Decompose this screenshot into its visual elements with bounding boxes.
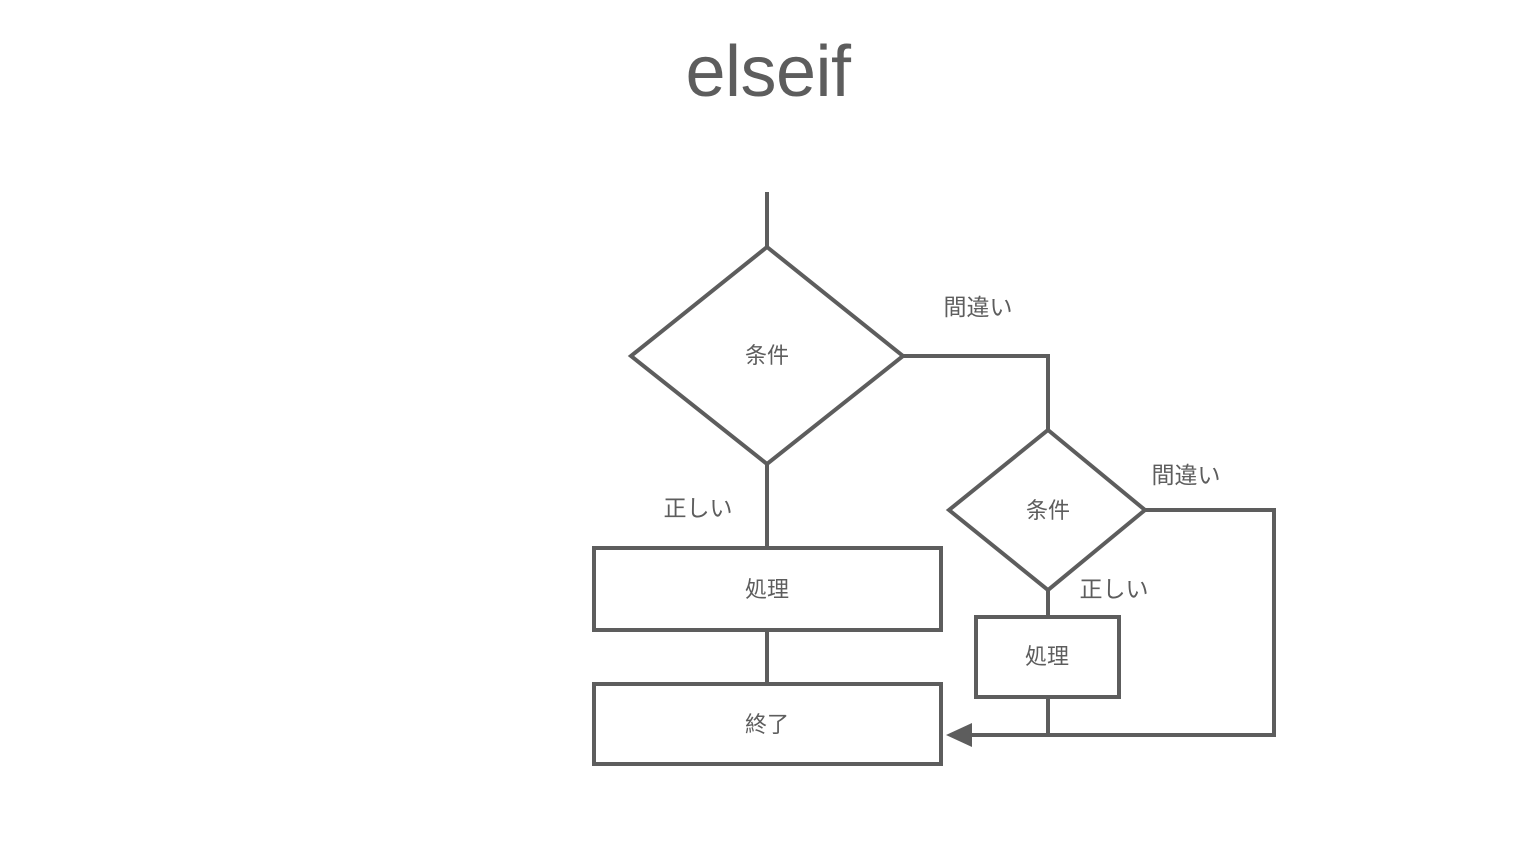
connector-cond2-false xyxy=(962,508,1276,737)
decision-node-cond1-label: 条件 xyxy=(745,343,789,368)
edge-label-cond2-false: 間違い xyxy=(1152,462,1221,488)
edge-label-cond1-true: 正しい xyxy=(664,495,733,521)
edge-label-cond1-false: 間違い xyxy=(944,294,1013,320)
decision-node-cond2-label: 条件 xyxy=(1026,498,1070,523)
process-node-proc2[interactable] xyxy=(974,615,1121,699)
process-node-proc1-label: 処理 xyxy=(745,577,789,602)
process-node-proc1[interactable] xyxy=(592,546,943,632)
edge-label-cond2-true: 正しい xyxy=(1080,576,1149,602)
process-node-proc2-label: 処理 xyxy=(1025,644,1069,669)
decision-node-cond2[interactable] xyxy=(945,427,1149,593)
terminator-node-end-label: 終了 xyxy=(745,712,789,737)
decision-node-cond1[interactable] xyxy=(627,244,907,467)
connector-cond1-false xyxy=(903,354,1050,430)
terminator-node-end[interactable] xyxy=(592,682,943,766)
page-title: elseif xyxy=(685,32,851,112)
arrow-head-icon xyxy=(946,723,972,747)
